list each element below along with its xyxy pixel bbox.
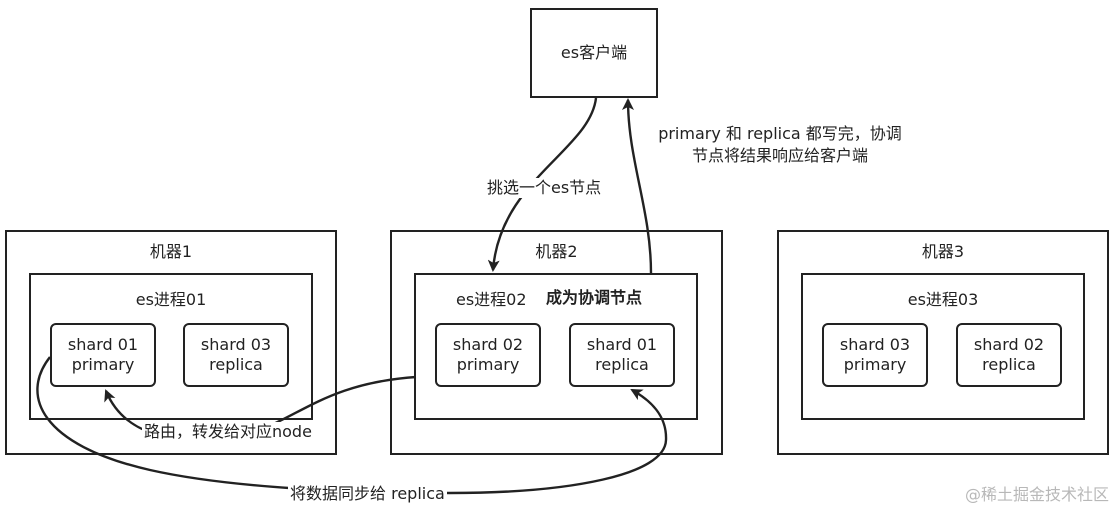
process-03-label: es进程03	[907, 290, 979, 309]
shard-02-primary-box: shard 02 primary	[435, 323, 541, 387]
shard-name: shard 02	[973, 335, 1045, 354]
shard-name: shard 03	[839, 335, 911, 354]
process-02-label: es进程02	[456, 290, 527, 309]
es-client-box: es客户端	[530, 8, 658, 98]
process-01-label: es进程01	[135, 290, 207, 309]
shard-role: replica	[595, 355, 649, 374]
shard-name: shard 01	[586, 335, 658, 354]
shard-name: shard 01	[67, 335, 139, 354]
response-annotation-line2: 节点将结果响应给客户端	[691, 146, 868, 165]
route-annotation: 路由，转发给对应node	[142, 422, 314, 442]
shard-01-replica-box: shard 01 replica	[569, 323, 675, 387]
shard-name: shard 02	[452, 335, 524, 354]
shard-role: primary	[456, 355, 520, 374]
shard-02-replica-box: shard 02 replica	[956, 323, 1062, 387]
shard-name: shard 03	[200, 335, 272, 354]
shard-role: replica	[982, 355, 1036, 374]
machine-2-label: 机器2	[535, 242, 578, 261]
machine-1-label: 机器1	[149, 242, 193, 261]
shard-role: replica	[209, 355, 263, 374]
shard-03-replica-box: shard 03 replica	[183, 323, 289, 387]
shard-role: primary	[843, 355, 907, 374]
shard-01-primary-box: shard 01 primary	[50, 323, 156, 387]
shard-03-primary-box: shard 03 primary	[822, 323, 928, 387]
es-client-label: es客户端	[560, 43, 628, 62]
machine-3-label: 机器3	[921, 242, 965, 261]
sync-annotation: 将数据同步给 replica	[288, 484, 447, 504]
watermark-text: @稀土掘金技术社区	[964, 485, 1109, 504]
shard-role: primary	[71, 355, 135, 374]
coordinator-label: 成为协调节点	[546, 288, 643, 307]
pick-node-annotation: 挑选一个es节点	[485, 178, 604, 198]
response-annotation-line1: primary 和 replica 都写完，协调	[658, 124, 902, 143]
